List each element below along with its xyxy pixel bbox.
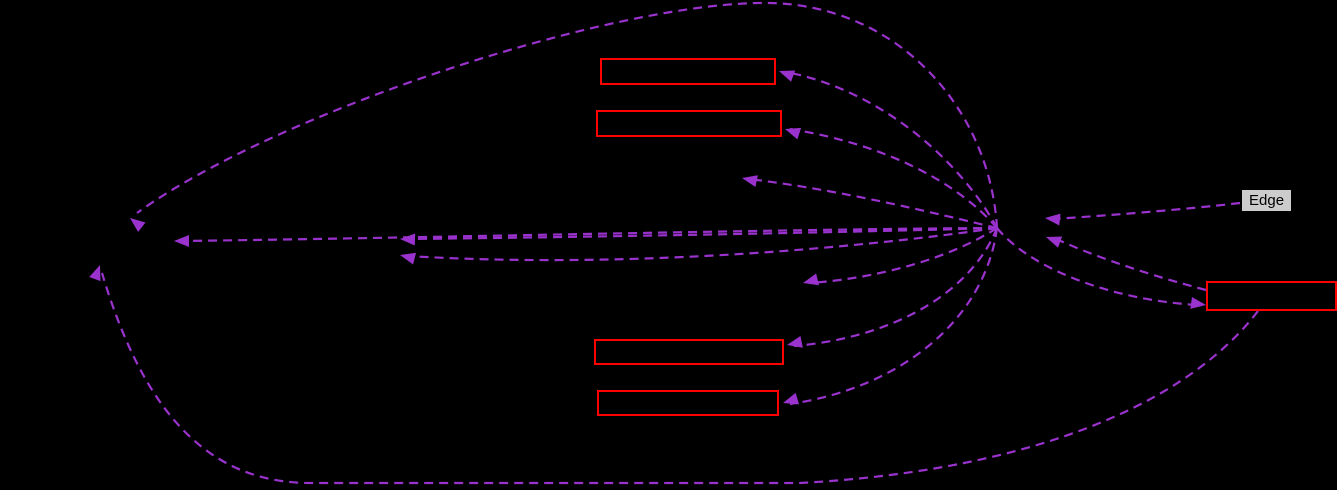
edge-tooltip-label[interactable]: Edge [1242,190,1292,211]
graph-node[interactable] [596,110,782,137]
graph-edge[interactable] [407,226,998,262]
arrowhead-group [89,70,1206,405]
graph-edge[interactable] [1052,201,1241,221]
arrowhead-icon [783,392,800,405]
arrowhead-icon [174,235,189,247]
arrowhead-icon [1190,296,1206,309]
arrowhead-icon [400,252,417,265]
arrowhead-icon [779,70,796,82]
graph-edge[interactable] [100,272,1259,485]
arrowhead-icon [89,265,101,282]
arrowhead-icon [1045,213,1061,226]
graph-node[interactable] [1206,281,1337,311]
graph-edge[interactable] [1053,237,1207,292]
graph-edge[interactable] [407,226,998,241]
graph-edge[interactable] [785,70,998,229]
graph-node[interactable] [597,390,779,416]
graph-edge[interactable] [789,227,999,406]
edge-path-group [100,1,1259,485]
arrowhead-icon [1046,236,1063,248]
arrowhead-icon [803,273,820,286]
graph-edge[interactable] [748,177,998,230]
arrowhead-icon [742,175,758,187]
graph-edge[interactable] [181,226,998,243]
graph-node[interactable] [600,58,776,85]
arrowhead-icon [130,218,146,232]
graph-edge[interactable] [793,227,999,348]
arrowhead-icon [785,127,802,140]
arrowhead-icon [787,336,803,348]
graph-edge[interactable] [996,227,1199,307]
graph-edge[interactable] [789,127,998,229]
graph-node[interactable] [594,339,784,365]
graph-edge[interactable] [136,1,999,229]
arrowhead-icon [400,233,416,246]
graph-edge[interactable] [809,227,998,285]
